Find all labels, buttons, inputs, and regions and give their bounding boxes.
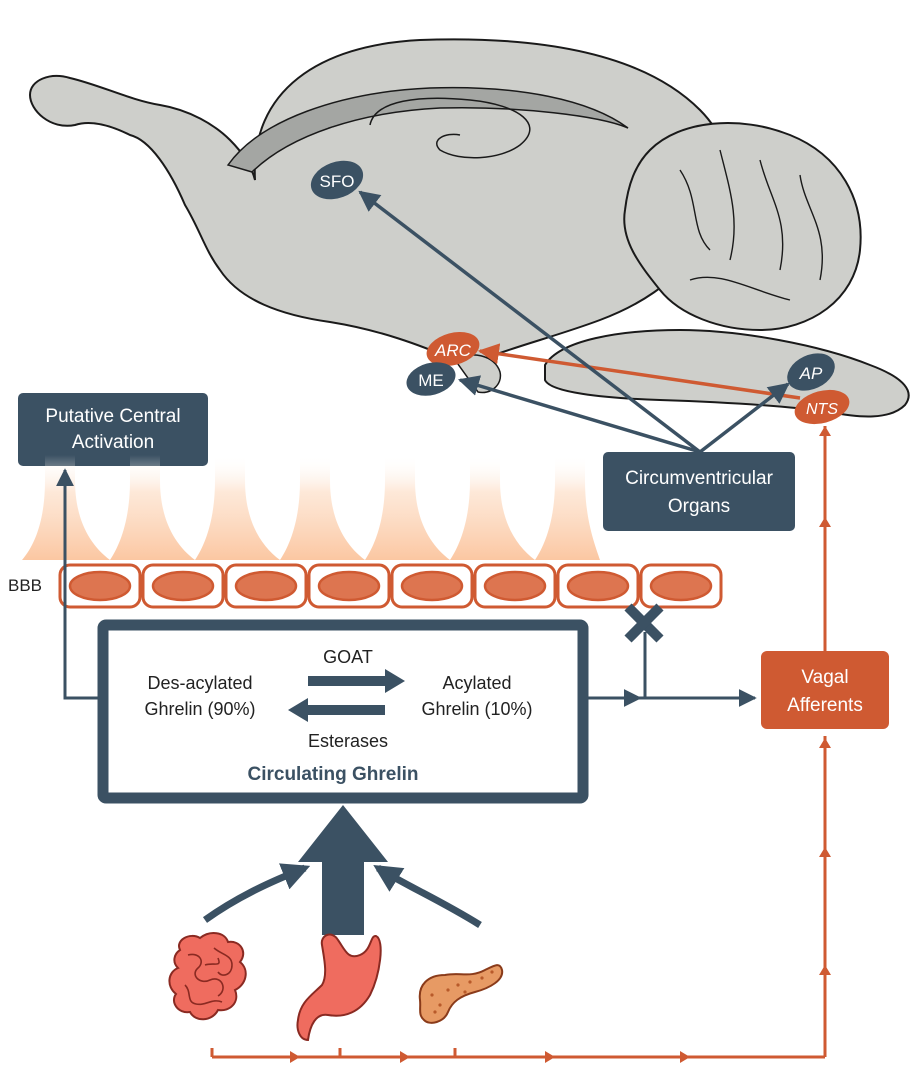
putative-label-line2: Activation xyxy=(72,432,154,453)
secretion-arrows xyxy=(205,805,480,935)
circulating-ghrelin-label: Circulating Ghrelin xyxy=(247,764,418,785)
pancreas-curve-arrow xyxy=(378,868,480,925)
bbb-cell-nucleus xyxy=(319,572,379,600)
bbb-cell-nucleus xyxy=(651,572,711,600)
arc-label: ARC xyxy=(434,341,472,360)
stomach-icon xyxy=(297,935,380,1040)
cvo-label-line2: Organs xyxy=(668,496,730,517)
ap-label: AP xyxy=(799,364,823,383)
bbb-cell-nucleus xyxy=(402,572,462,600)
acylated-label-line2: Ghrelin (10%) xyxy=(421,699,532,719)
bbb-cell-row xyxy=(60,565,721,607)
bbb-cell-nucleus xyxy=(485,572,545,600)
pancreas-icon xyxy=(420,965,502,1023)
bbb-label: BBB xyxy=(8,576,42,595)
me-label: ME xyxy=(418,371,444,390)
intestine-icon xyxy=(169,933,245,1019)
vagal-arrowhead xyxy=(819,847,831,857)
vagal-arrowhead xyxy=(400,1051,410,1063)
bbb-cell-nucleus xyxy=(236,572,296,600)
des-acylated-label-line2: Ghrelin (90%) xyxy=(144,699,255,719)
nts-label: NTS xyxy=(806,401,838,418)
circulating-ghrelin-box: Des-acylated Ghrelin (90%) Acylated Ghre… xyxy=(103,625,583,798)
big-up-arrow xyxy=(298,805,388,935)
cvo-label-line1: Circumventricular xyxy=(625,468,773,489)
vagal-arrowhead xyxy=(819,965,831,975)
goat-label: GOAT xyxy=(323,647,373,667)
esterases-label: Esterases xyxy=(308,731,388,751)
vagal-afferents-box: Vagal Afferents xyxy=(761,651,889,729)
sfo-label: SFO xyxy=(320,172,355,191)
bbb-cell-nucleus xyxy=(153,572,213,600)
bbb-cell-nucleus xyxy=(70,572,130,600)
vagal-arrowhead xyxy=(819,738,831,748)
vagal-arrowhead xyxy=(545,1051,555,1063)
putative-label-line1: Putative Central xyxy=(45,406,180,427)
des-acylated-label-line1: Des-acylated xyxy=(147,673,252,693)
vagal-arrowhead xyxy=(819,426,831,436)
vagal-arrowhead xyxy=(819,517,831,527)
intestine-curve-arrow xyxy=(205,868,305,920)
vagal-arrowhead xyxy=(290,1051,300,1063)
circumventricular-organs-box: Circumventricular Organs xyxy=(603,452,795,531)
acylated-label-line1: Acylated xyxy=(442,673,511,693)
vagal-label-line2: Afferents xyxy=(787,695,863,716)
vagal-label-line1: Vagal xyxy=(801,667,848,688)
vagal-arrowhead xyxy=(680,1051,690,1063)
bbb-cell-nucleus xyxy=(568,572,628,600)
bbb-astrocyte-glow xyxy=(22,455,600,560)
